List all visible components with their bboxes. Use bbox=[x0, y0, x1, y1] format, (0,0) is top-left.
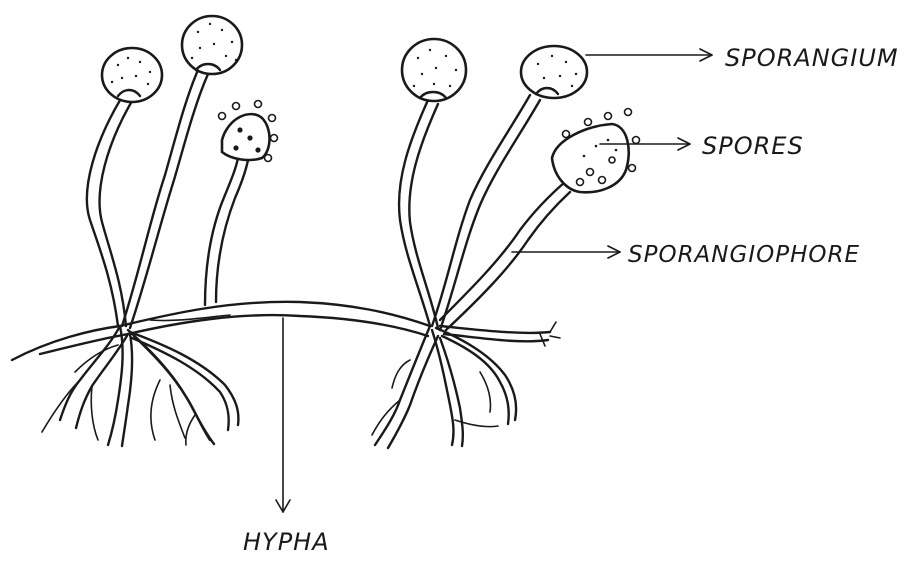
hypha bbox=[12, 302, 430, 360]
rhizoids-right bbox=[372, 322, 560, 448]
sporangium-stipple bbox=[111, 23, 577, 87]
label-spores: SPORES bbox=[702, 132, 804, 160]
sporangia bbox=[102, 16, 629, 192]
label-sporangiophore: SPORANGIOPHORE bbox=[628, 242, 860, 268]
rhizoids-left bbox=[42, 326, 238, 446]
label-hypha: HYPHA bbox=[243, 528, 330, 556]
sporangium-left-1 bbox=[102, 48, 162, 102]
sporangium-left-burst bbox=[222, 114, 270, 160]
sporangiophores-left bbox=[87, 70, 248, 328]
sporangiophores-right bbox=[399, 95, 570, 330]
label-sporangium: SPORANGIUM bbox=[725, 44, 899, 72]
